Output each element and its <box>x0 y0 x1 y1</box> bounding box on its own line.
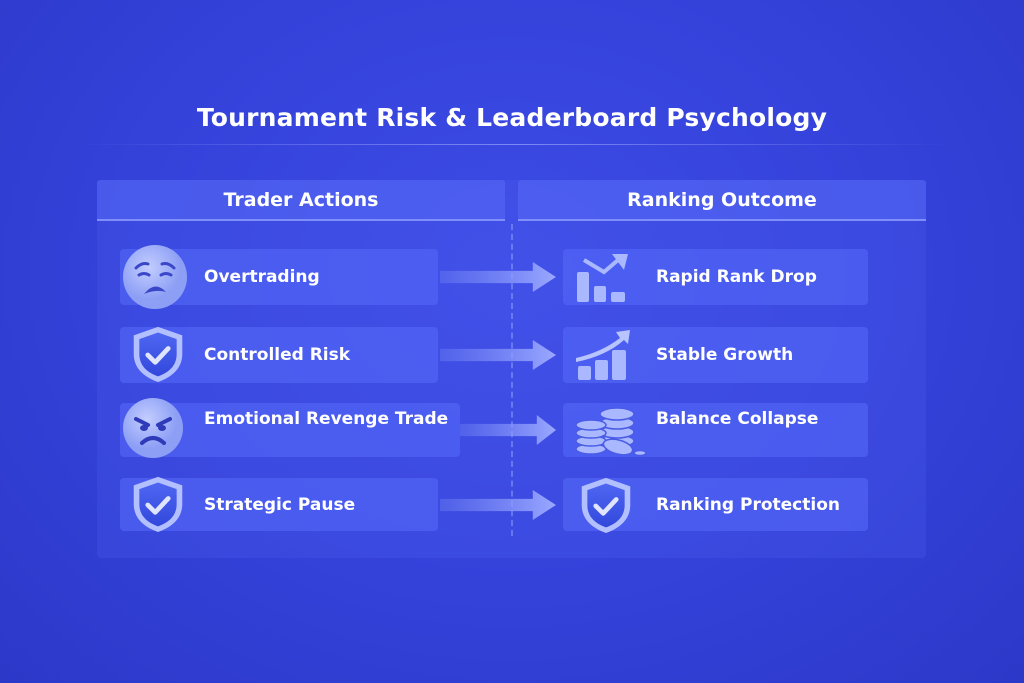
arrow-icon <box>440 340 556 370</box>
arrow-icon <box>440 490 556 520</box>
worried-face-icon <box>122 244 188 314</box>
arrow-icon <box>440 262 556 292</box>
column-header-ranking-outcome: Ranking Outcome <box>518 180 926 221</box>
action-label: Strategic Pause <box>204 494 356 515</box>
shield-check-icon <box>130 324 186 388</box>
coin-stacks-icon <box>574 403 648 461</box>
shield-check-icon <box>578 475 634 539</box>
column-divider <box>511 224 513 536</box>
falling-bar-chart-icon <box>574 250 630 308</box>
action-box: Emotional Revenge Trade <box>120 403 460 457</box>
shield-check-icon <box>130 474 186 538</box>
action-label: Overtrading <box>204 267 320 287</box>
outcome-label: Stable Growth <box>656 345 794 365</box>
rising-bar-chart-icon <box>574 328 632 386</box>
angry-face-icon <box>122 397 184 463</box>
action-label: Emotional Revenge Trade <box>204 409 449 429</box>
title-divider <box>80 144 950 145</box>
outcome-label: Ranking Protection <box>656 494 840 515</box>
outcome-label: Rapid Rank Drop <box>656 267 817 287</box>
column-header-trader-actions: Trader Actions <box>97 180 505 221</box>
page-title: Tournament Risk & Leaderboard Psychology <box>196 103 828 132</box>
arrow-icon <box>460 415 556 445</box>
action-label: Controlled Risk <box>204 345 351 365</box>
outcome-label: Balance Collapse <box>656 409 819 429</box>
